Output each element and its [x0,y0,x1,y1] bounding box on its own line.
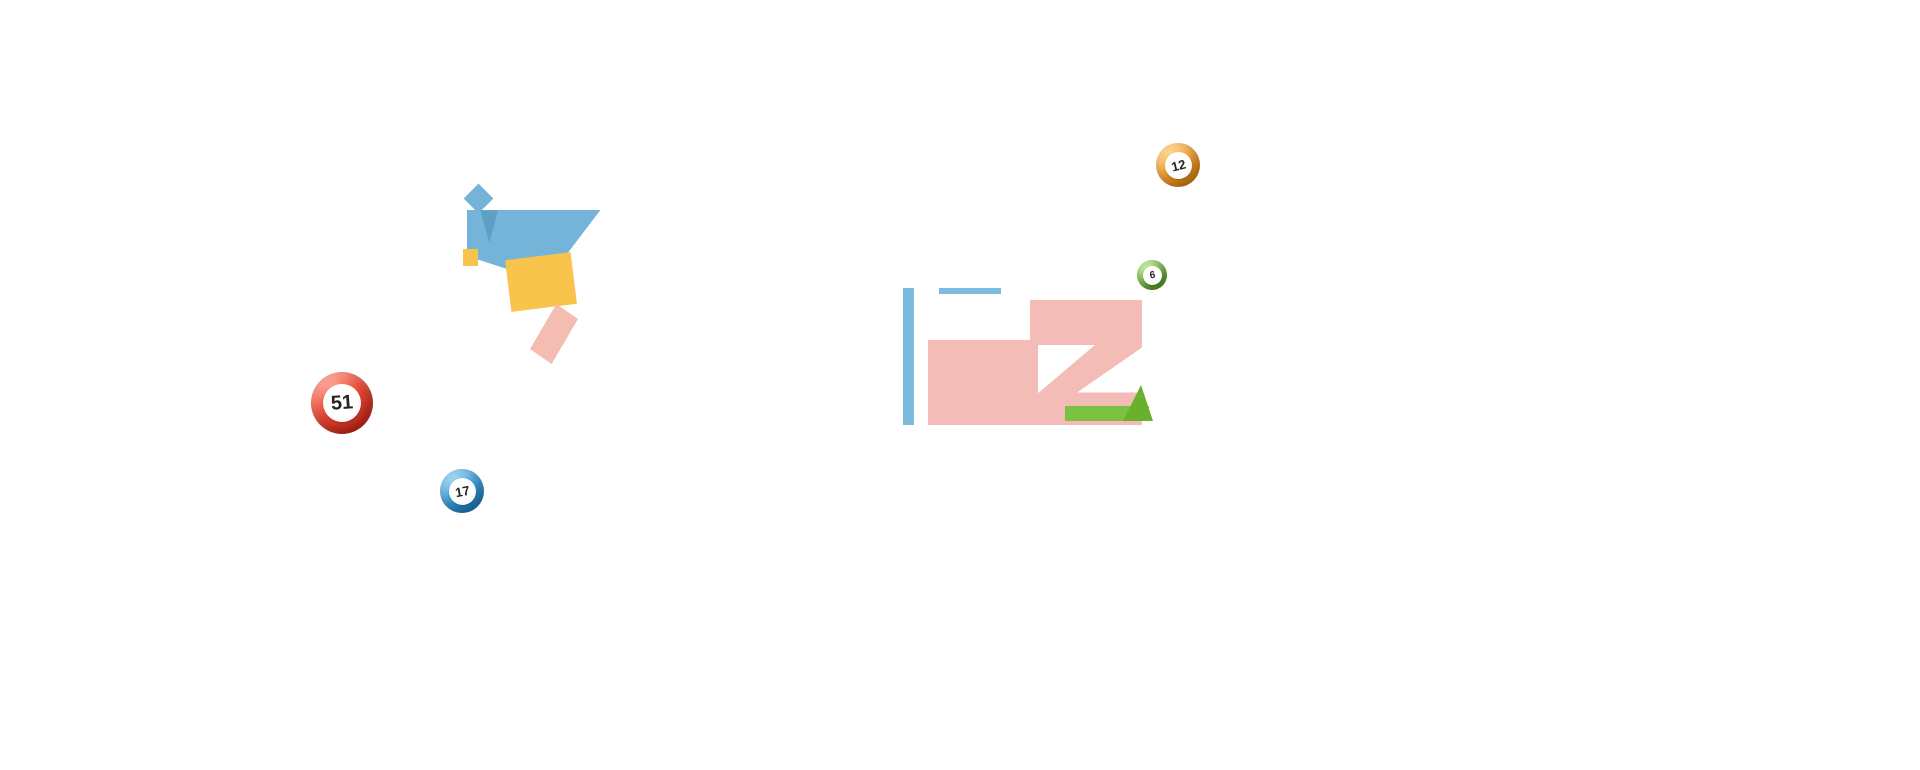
bird-tail-shape [530,304,578,364]
bingo-ball-6: 6 [1137,260,1167,290]
bird-body-shape [505,252,577,312]
logo-pink-block-shape [928,340,1038,425]
bingo-ball-12: 12 [1156,143,1200,187]
bingo-ball-6-number: 6 [1141,264,1163,286]
bingo-ball-51-number: 51 [321,382,363,424]
logo-graphic [895,280,1165,430]
bingo-ball-17-number: 17 [446,475,478,507]
bird-beak-shape [463,249,478,266]
logo-left-bar-shape [903,288,914,425]
bird-crest-shape [463,183,494,214]
bingo-ball-12-number: 12 [1161,148,1195,182]
bingo-ball-51: 51 [311,372,373,434]
bingo-ball-17: 17 [440,469,484,513]
logo-top-dash-shape [939,288,1001,294]
bird-graphic [458,180,618,370]
